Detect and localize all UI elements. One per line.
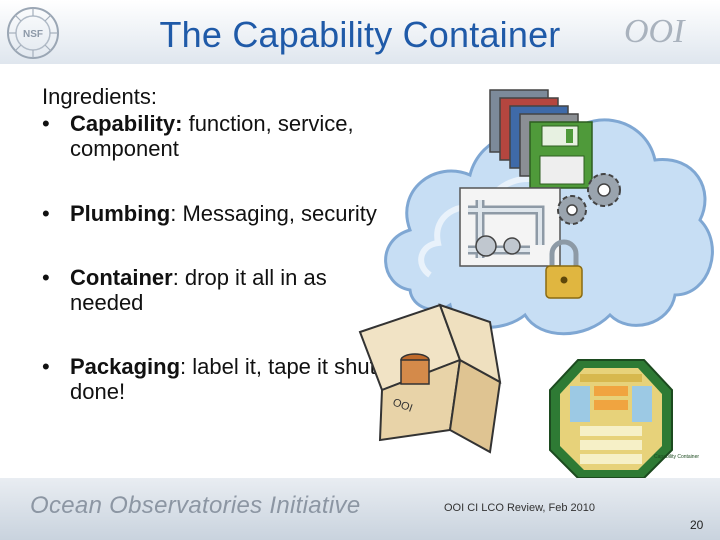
bullet-dot: • [42,201,50,226]
footer-review: OOI CI LCO Review, Feb 2010 [444,502,596,514]
nsf-logo-text: NSF [23,29,43,40]
slide-header: NSF The Capability Container OOI [0,0,720,64]
bullet-container: • Container: drop it all in as needed [42,265,402,315]
bullet-dot: • [42,265,50,290]
bullet-term: Capability: [70,111,183,136]
bullet-text: : label it, tape it shut… done! [70,354,398,404]
page-number: 20 [690,518,704,532]
bullet-text: : Messaging, security [170,201,377,226]
ingredients-heading: Ingredients: [42,84,157,109]
bullet-capability: • Capability: function, service, compone… [42,111,402,161]
page-title: The Capability Container [159,14,561,55]
floppy-disks-icon [489,89,593,189]
ooi-logo-text: OOI [624,13,686,50]
diagram-label: Capability Container [654,454,699,460]
bullet-plumbing: • Plumbing: Messaging, security [42,201,402,226]
slide-footer: Ocean Observatories Initiative OOI CI LC… [0,478,720,540]
bullet-text: : drop it all in as needed [70,265,327,315]
bullet-text: function, service, component [70,111,354,161]
nsf-seal-icon: NSF [7,7,59,59]
open-box-icon: OOI [358,303,502,454]
gears-icon [557,173,621,225]
bullet-dot: • [42,111,50,136]
bullet-term: Packaging [70,354,181,379]
illustration: OOI Capability Container [358,89,714,479]
capability-diagram-icon: Capability Container [549,359,699,479]
pipes-icon [459,187,561,267]
bullet-term: Plumbing [70,201,171,226]
footer-organization: Ocean Observatories Initiative [30,492,361,519]
ooi-logo-icon: OOI [624,13,686,50]
slide-body: Ingredients: • Capability: function, ser… [42,84,402,404]
bullet-dot: • [42,354,50,379]
bullet-term: Container [70,265,173,290]
padlock-icon [545,239,583,299]
bullet-packaging: • Packaging: label it, tape it shut… don… [42,354,402,404]
